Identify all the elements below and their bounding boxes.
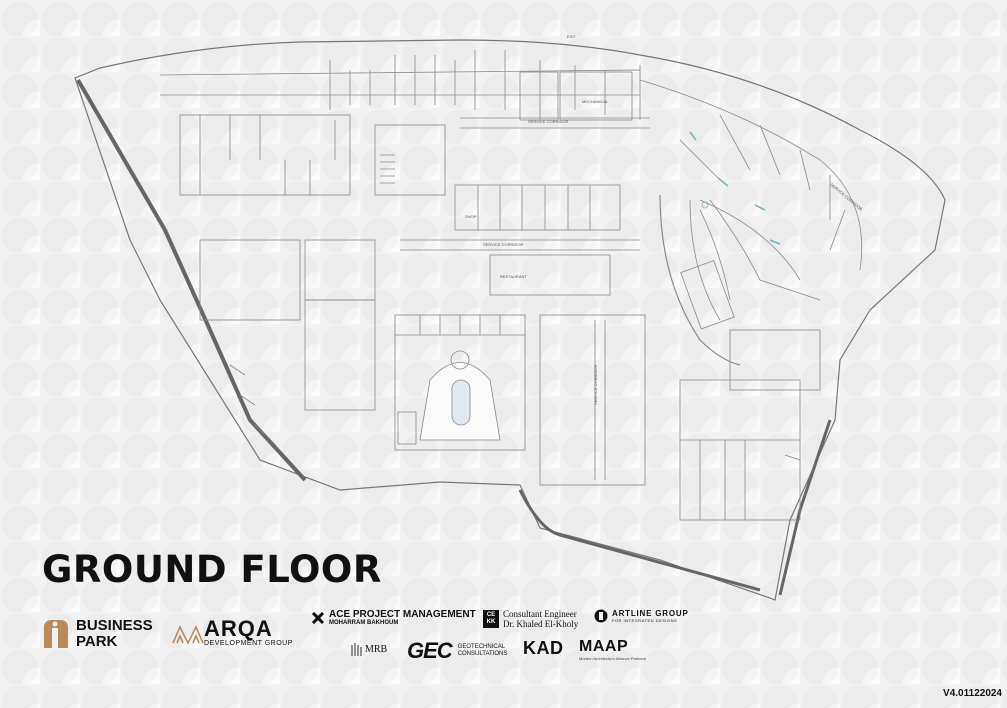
consultant-line2: Dr. Khaled El-Kholy bbox=[503, 619, 579, 629]
atrium-shops bbox=[395, 315, 525, 336]
ace-logo: ACE PROJECT MANAGEMENT MOHARRAM BAKHOUM bbox=[312, 609, 476, 626]
south-corridor bbox=[594, 320, 606, 480]
business-park-line2: PARK bbox=[76, 633, 118, 650]
arqa-sub: DEVELOPMENT GROUP bbox=[204, 640, 293, 647]
artline-name: ARTLINE GROUP bbox=[612, 609, 689, 618]
escalator-east bbox=[680, 260, 735, 330]
ace-sub: MOHARRAM BAKHOUM bbox=[329, 620, 399, 626]
escalator-north bbox=[374, 124, 446, 196]
maap-sub: Modern Architecture Alliance Partners bbox=[579, 656, 646, 661]
east-facade bbox=[778, 419, 832, 596]
top-units bbox=[159, 50, 641, 120]
west-hall bbox=[199, 239, 301, 321]
southeast-dividers bbox=[680, 439, 800, 520]
left-block bbox=[179, 114, 351, 196]
arqa-logo: ARQA DEVELOPMENT GROUP bbox=[172, 618, 293, 647]
kad-logo: KAD bbox=[523, 638, 564, 658]
label-service-corridor-mid: SERVICE CORRIDOR bbox=[483, 242, 523, 247]
escalator-steps bbox=[380, 154, 395, 184]
label-service-corridor-vertical: SERVICE CORRIDOR bbox=[593, 365, 598, 405]
fountain bbox=[451, 379, 471, 426]
label-service-corridor-right: SERVICE CORRIDOR bbox=[829, 182, 863, 212]
gec-line1: GEOTECHNICAL bbox=[457, 644, 506, 650]
east-concourse-inner bbox=[689, 199, 721, 321]
west-facade bbox=[76, 78, 307, 482]
stair-core-top bbox=[519, 71, 559, 121]
label-mechanical: MECHANICAL bbox=[582, 99, 609, 104]
label-exit: EXIT bbox=[567, 34, 576, 39]
west-core bbox=[304, 239, 376, 301]
mrb-icon bbox=[351, 643, 362, 656]
escalator-south bbox=[397, 411, 417, 445]
radial-units bbox=[679, 114, 846, 251]
gec-name: GEC bbox=[407, 638, 453, 663]
elevator-core-top bbox=[559, 71, 633, 121]
version-label: V4.01122024 bbox=[943, 688, 1002, 699]
curved-arcade bbox=[699, 199, 821, 301]
ace-name: ACE PROJECT MANAGEMENT bbox=[329, 609, 476, 620]
southeast-block bbox=[679, 379, 801, 521]
mrb-logo: MRB bbox=[350, 641, 387, 657]
east-curve-inner bbox=[699, 199, 801, 281]
top-corridor bbox=[460, 117, 650, 129]
maap-logo: MAAP Modern Architecture Alliance Partne… bbox=[579, 638, 646, 661]
artline-icon bbox=[594, 609, 608, 623]
teal-accents bbox=[689, 131, 781, 245]
south-shops bbox=[539, 314, 646, 486]
consultant-line1: Consultant Engineer bbox=[503, 609, 577, 619]
business-park-line1: BUSINESS bbox=[76, 617, 153, 634]
business-park-logo: BUSINESS PARK bbox=[40, 618, 153, 650]
consultant-logo: CE KK Consultant Engineer Dr. Khaled El-… bbox=[483, 609, 578, 629]
label-shop: SHOP bbox=[465, 214, 477, 219]
artline-sub: FOR INTEGRATED DESIGNS bbox=[612, 618, 678, 623]
teal-marker bbox=[701, 201, 709, 209]
left-block-grid bbox=[199, 115, 336, 195]
middle-shop-row bbox=[454, 184, 621, 231]
east-concourse bbox=[659, 194, 741, 366]
building-outline bbox=[74, 39, 946, 601]
business-park-icon bbox=[44, 620, 68, 648]
page-title: GROUND FLOOR bbox=[42, 548, 382, 591]
gec-logo: GEC GEOTECHNICAL CONSULTATIONS bbox=[407, 638, 507, 664]
label-service-corridor-top: SERVICE CORRIDOR bbox=[528, 119, 568, 124]
plan-linework bbox=[74, 39, 946, 601]
arqa-icon bbox=[172, 624, 204, 645]
west-lower-hall bbox=[304, 299, 376, 411]
service-corridor-mid bbox=[400, 239, 640, 251]
east-core bbox=[729, 329, 821, 391]
mrb-name: MRB bbox=[365, 643, 388, 655]
middle-shop-dividers bbox=[477, 185, 591, 230]
artline-logo: ARTLINE GROUP FOR INTEGRATED DESIGNS bbox=[594, 609, 689, 623]
gec-line2: CONSULTATIONS bbox=[457, 651, 508, 657]
east-curve-outer bbox=[639, 79, 863, 271]
arqa-name: ARQA bbox=[204, 616, 273, 641]
consultant-mark: CE KK bbox=[483, 610, 499, 628]
maap-name: MAAP bbox=[579, 638, 629, 655]
diagonal-stairs bbox=[229, 364, 801, 461]
restaurant-block bbox=[489, 254, 611, 296]
ace-icon bbox=[312, 611, 324, 624]
rotunda bbox=[450, 350, 470, 370]
south-facade bbox=[518, 489, 761, 592]
label-restaurant: RESTAURANT bbox=[500, 274, 527, 279]
